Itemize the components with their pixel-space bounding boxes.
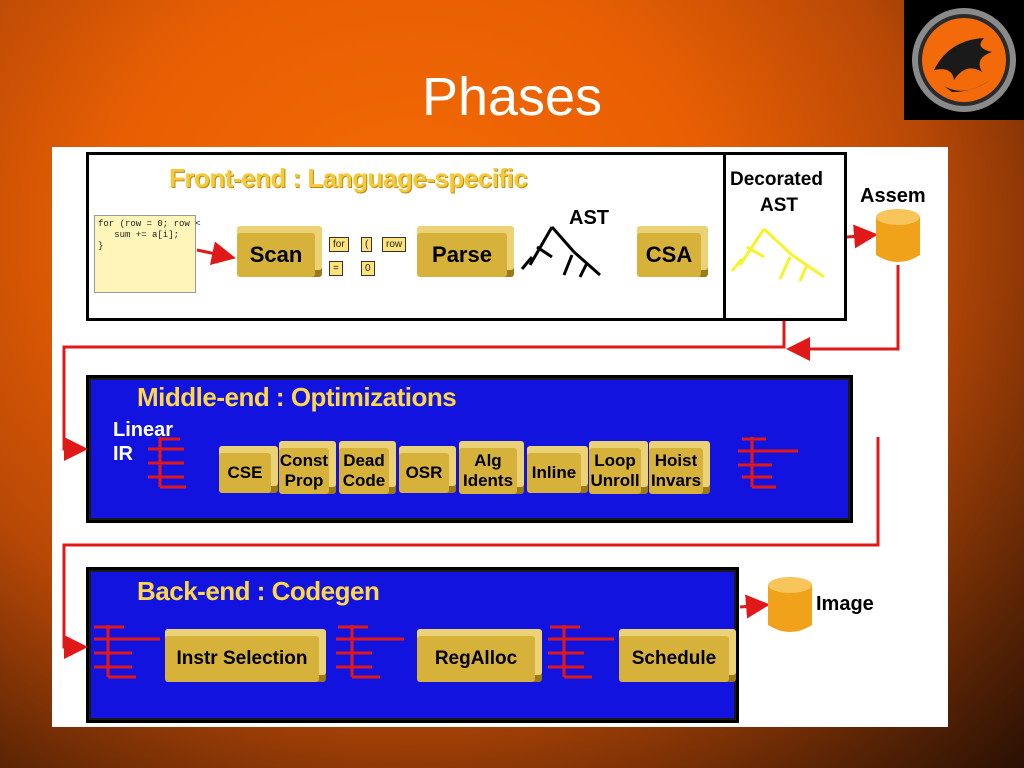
regalloc-label: RegAlloc (434, 648, 518, 669)
regalloc-block: RegAlloc (417, 636, 535, 682)
opt-label: OSR (405, 463, 443, 482)
opt-label: Code (342, 471, 386, 490)
assem-label: Assem (860, 185, 926, 207)
scan-block: Scan (237, 233, 315, 277)
code-line: sum += a[i]; (98, 230, 180, 240)
decorated-ast-tree-icon (730, 227, 825, 282)
token-row: row (382, 237, 407, 252)
instr-selection-block: Instr Selection (165, 636, 319, 682)
front-end-title: Front-end : Language-specific (169, 163, 528, 193)
arrow-to-assem (846, 224, 878, 249)
decorated-ast-box: Decorated AST (723, 152, 847, 321)
opt-block-loop-unroll: Loop Unroll (589, 448, 641, 494)
code-line: for (row = 0; row < (98, 219, 201, 229)
ast-tree-icon (520, 226, 601, 278)
image-cylinder-icon (768, 577, 812, 632)
arrow-front-to-middle (62, 321, 786, 461)
assem-cylinder-icon (876, 209, 920, 262)
code-line: } (98, 241, 104, 251)
schedule-block: Schedule (619, 636, 729, 682)
parse-block: Parse (417, 233, 507, 277)
slide-title: Phases (421, 67, 603, 127)
linear-ir-ladder-icon (148, 437, 186, 489)
arrow-middle-to-back (62, 437, 880, 659)
opt-label: CSE (227, 463, 263, 482)
linear-label: Linear (113, 419, 174, 441)
opt-label: Const (279, 451, 329, 470)
diagram-graphics (62, 209, 920, 679)
opt-label: Hoist (654, 451, 698, 470)
compiler-phases-diagram: Front-end : Language-specific for (row =… (52, 147, 948, 727)
token-zero: 0 (361, 261, 375, 276)
opt-block-alg-idents: Alg Idents (459, 448, 517, 494)
opt-label: Inline (531, 463, 577, 482)
arrow-code-to-scan (196, 241, 236, 266)
opt-label: Idents (462, 471, 514, 490)
opt-label: Loop (594, 451, 636, 470)
ir-ladder-icon (548, 625, 614, 679)
opt-block-inline: Inline (527, 453, 581, 493)
decorated-ast-label: AST (760, 195, 798, 216)
front-end-box: Front-end : Language-specific for (row =… (86, 152, 726, 321)
opt-block-osr: OSR (399, 453, 449, 493)
csa-label: CSA (645, 242, 693, 267)
opt-block-cse: CSE (219, 453, 271, 493)
opt-label: Dead (343, 451, 385, 470)
arrow-to-image (739, 594, 770, 619)
opt-label: Prop (284, 471, 324, 490)
ir-label: IR (113, 443, 133, 465)
opt-block-dead-code: Dead Code (339, 448, 389, 494)
scan-label: Scan (249, 242, 303, 267)
arrow-assem-return (786, 265, 900, 361)
opt-block-hoist-invars: Hoist Invars (649, 448, 703, 494)
csa-block: CSA (637, 233, 701, 277)
middle-end-box: Middle-end : Optimizations Linear IR CSE… (86, 375, 853, 523)
opt-label: Unroll (590, 471, 640, 490)
decorated-label: Decorated (730, 169, 823, 190)
opt-block-const-prop: Const Prop (279, 448, 329, 494)
image-label: Image (816, 593, 874, 615)
back-end-title: Back-end : Codegen (137, 576, 380, 606)
token-equals: = (329, 261, 343, 276)
token-for: for (329, 237, 349, 252)
ir-ladder-icon (336, 625, 404, 679)
output-ir-ladder-icon (738, 437, 798, 489)
dragon-logo-icon (912, 8, 1016, 112)
opt-label: Alg (474, 451, 502, 470)
instr-selection-label: Instr Selection (176, 648, 308, 669)
schedule-label: Schedule (631, 648, 717, 669)
opt-label: Invars (650, 471, 702, 490)
middle-end-title: Middle-end : Optimizations (137, 382, 457, 412)
logo (904, 0, 1024, 120)
back-end-box: Back-end : Codegen Instr Selection RegAl… (86, 567, 739, 723)
token-paren: ( (361, 237, 373, 252)
ir-ladder-icon (94, 625, 160, 679)
source-code-note: for (row = 0; row < sum += a[i]; } (94, 215, 201, 293)
ast-label: AST (569, 207, 609, 229)
parse-label: Parse (432, 242, 492, 267)
